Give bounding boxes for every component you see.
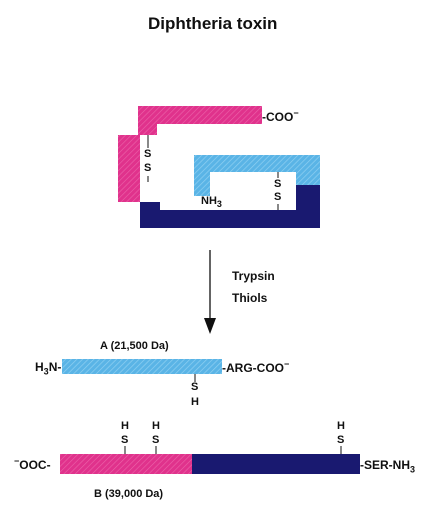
process-arrow-head — [204, 318, 216, 334]
nh3-text: NH — [201, 195, 217, 207]
coo-text: -COO — [262, 110, 294, 124]
fragment-b-navy-segment — [192, 454, 360, 474]
fragment-a-sub: 3 — [43, 366, 49, 377]
page-title: Diphtheria toxin — [148, 14, 278, 33]
fragment-a-h: H — [35, 360, 44, 374]
fragment-b-pink-segment — [60, 454, 192, 474]
fragment-b-sh3-h: H — [337, 420, 345, 432]
fragment-b-left-text: OOC- — [19, 458, 51, 472]
process-step-trypsin: Trypsin — [232, 269, 275, 283]
fragment-b-name: B (39,000 Da) — [94, 488, 164, 500]
coo-charge: − — [293, 108, 299, 118]
fragment-a-name: A (21,500 Da) — [100, 340, 169, 352]
fragment-b-right-sub: 3 — [410, 464, 416, 475]
fragment-b-sh1-s: S — [121, 434, 129, 446]
folded-navy-chain — [140, 182, 320, 228]
fragment-b-right-label: -SER-NH3 — [360, 458, 415, 474]
fragment-a-bar — [62, 359, 222, 374]
fragment-a-left-label: H3N- — [35, 360, 61, 376]
nh3-label: NH3 — [201, 195, 222, 209]
fragment-b-sh1-h: H — [121, 420, 129, 432]
fragment-b-sh2-s: S — [152, 434, 160, 446]
right-disulfide-s2: S — [274, 191, 282, 203]
fragment-a-right-text: -ARG-COO — [222, 361, 284, 375]
fragment-b-sh2-h: H — [152, 420, 160, 432]
fragment-a-n: N- — [48, 360, 62, 374]
folded-a-chain — [194, 155, 320, 196]
folded-pink-chain — [118, 106, 262, 202]
right-disulfide-s1: S — [274, 178, 282, 190]
fragment-b-sh3-s: S — [337, 434, 345, 446]
coo-label: -COO− — [262, 108, 299, 124]
fragment-a-sh-s: S — [191, 381, 199, 393]
left-disulfide-s2: S — [144, 162, 152, 174]
process-step-thiols: Thiols — [232, 291, 268, 305]
fragment-a-right-charge: − — [284, 359, 290, 369]
fragment-b-right-text: -SER-NH — [360, 458, 410, 472]
nh3-sub: 3 — [216, 199, 222, 210]
fragment-a-sh-h: H — [191, 396, 199, 408]
left-disulfide-s1: S — [144, 148, 152, 160]
fragment-b-left-label: −OOC- — [14, 456, 51, 472]
fragment-b-left-charge: − — [14, 456, 20, 466]
fragment-a-right-label: -ARG-COO− — [222, 359, 289, 375]
